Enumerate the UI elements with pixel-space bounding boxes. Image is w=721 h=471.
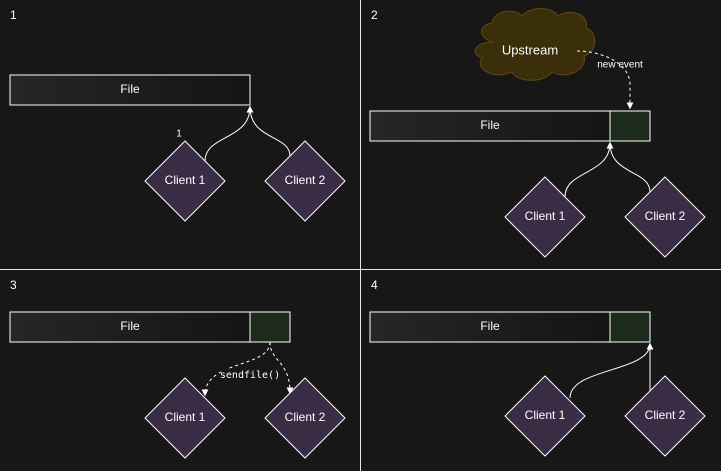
client-1-label: Client 1 [165,173,206,187]
panel-1: 1 File Client 1 Client 2 1 [9,8,346,222]
upstream-label: Upstream [502,42,558,57]
client-1-label: Client 1 [525,408,566,422]
client-2-label: Client 2 [645,408,686,422]
file-box [9,311,251,343]
panel-number: 1 [10,8,17,22]
client-2-label: Client 2 [285,173,326,187]
client-2-node [624,176,706,258]
client-1-node [144,377,226,459]
client-2-node [264,377,346,459]
client-2-label: Client 2 [285,410,326,424]
sendfile-label: sendfile() [220,370,280,381]
file-label: File [120,82,140,96]
file-label: File [120,319,140,333]
new-event-arrow [576,50,634,110]
client-1-read-arrow [569,342,654,399]
client-2-read-arrow [249,106,291,157]
panel-2: 2 Upstream File new event Client 1 Clien… [369,8,706,258]
panel-number: 3 [10,278,17,292]
new-event-label: new event [597,60,643,71]
new-data-segment [609,311,651,343]
client-1-read-arrow [204,105,254,162]
client-1-label: Client 1 [165,410,206,424]
file-label: File [480,319,500,333]
file-box [369,311,611,343]
client-2-node [264,140,346,222]
new-data-segment [609,110,651,142]
client-2-label: Client 2 [645,209,686,223]
panel-4: 4 File Client 1 Client 2 [369,278,706,457]
panel-number: 4 [371,278,378,292]
panel-number: 2 [371,8,378,22]
new-data-segment [249,311,291,343]
sendfile-label-bg [222,369,280,381]
client-1-read-arrow [564,141,614,198]
sendfile-arrow-client-1 [201,341,271,397]
file-label: File [480,118,500,132]
client-2-read-arrow [609,142,651,193]
client-1-node [504,375,586,457]
edge-label: 1 [176,129,182,140]
sendfile-arrow-client-2 [269,341,294,395]
upstream-cloud [474,8,596,81]
panel-3: 3 File sendfile() Client 1 Client 2 [9,278,346,459]
client-2-node [624,375,706,457]
client-1-label: Client 1 [525,209,566,223]
file-box [9,74,251,106]
